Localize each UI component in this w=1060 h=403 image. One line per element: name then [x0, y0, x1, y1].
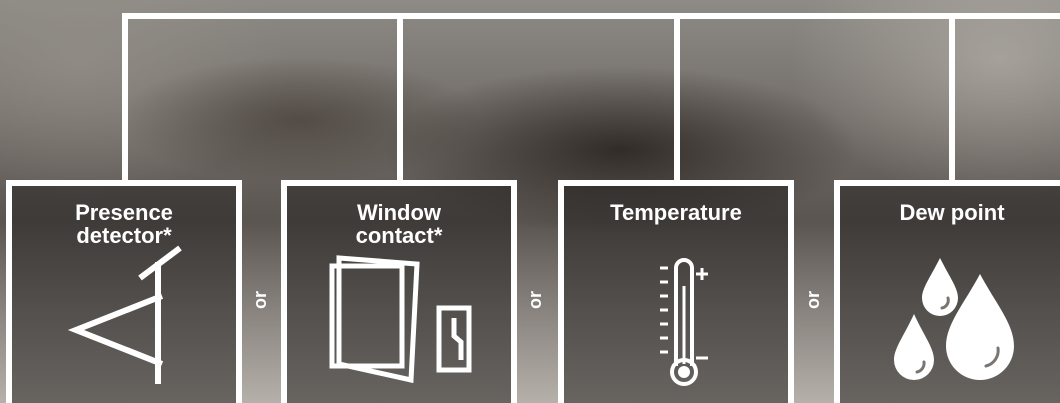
window-contact-card: Window contact* [281, 180, 517, 403]
or-connector-3: or [803, 285, 823, 315]
thermometer-icon [564, 186, 788, 403]
temperature-card: Temperature [558, 180, 794, 403]
presence-detector-icon [12, 186, 236, 403]
or-connector-1: or [250, 285, 270, 315]
or-connector-2: or [525, 285, 545, 315]
dew-drops-icon [840, 186, 1060, 403]
presence-detector-card: Presence detector* [6, 180, 242, 403]
dew-point-card: Dew point [834, 180, 1060, 403]
window-contact-icon [287, 186, 511, 403]
